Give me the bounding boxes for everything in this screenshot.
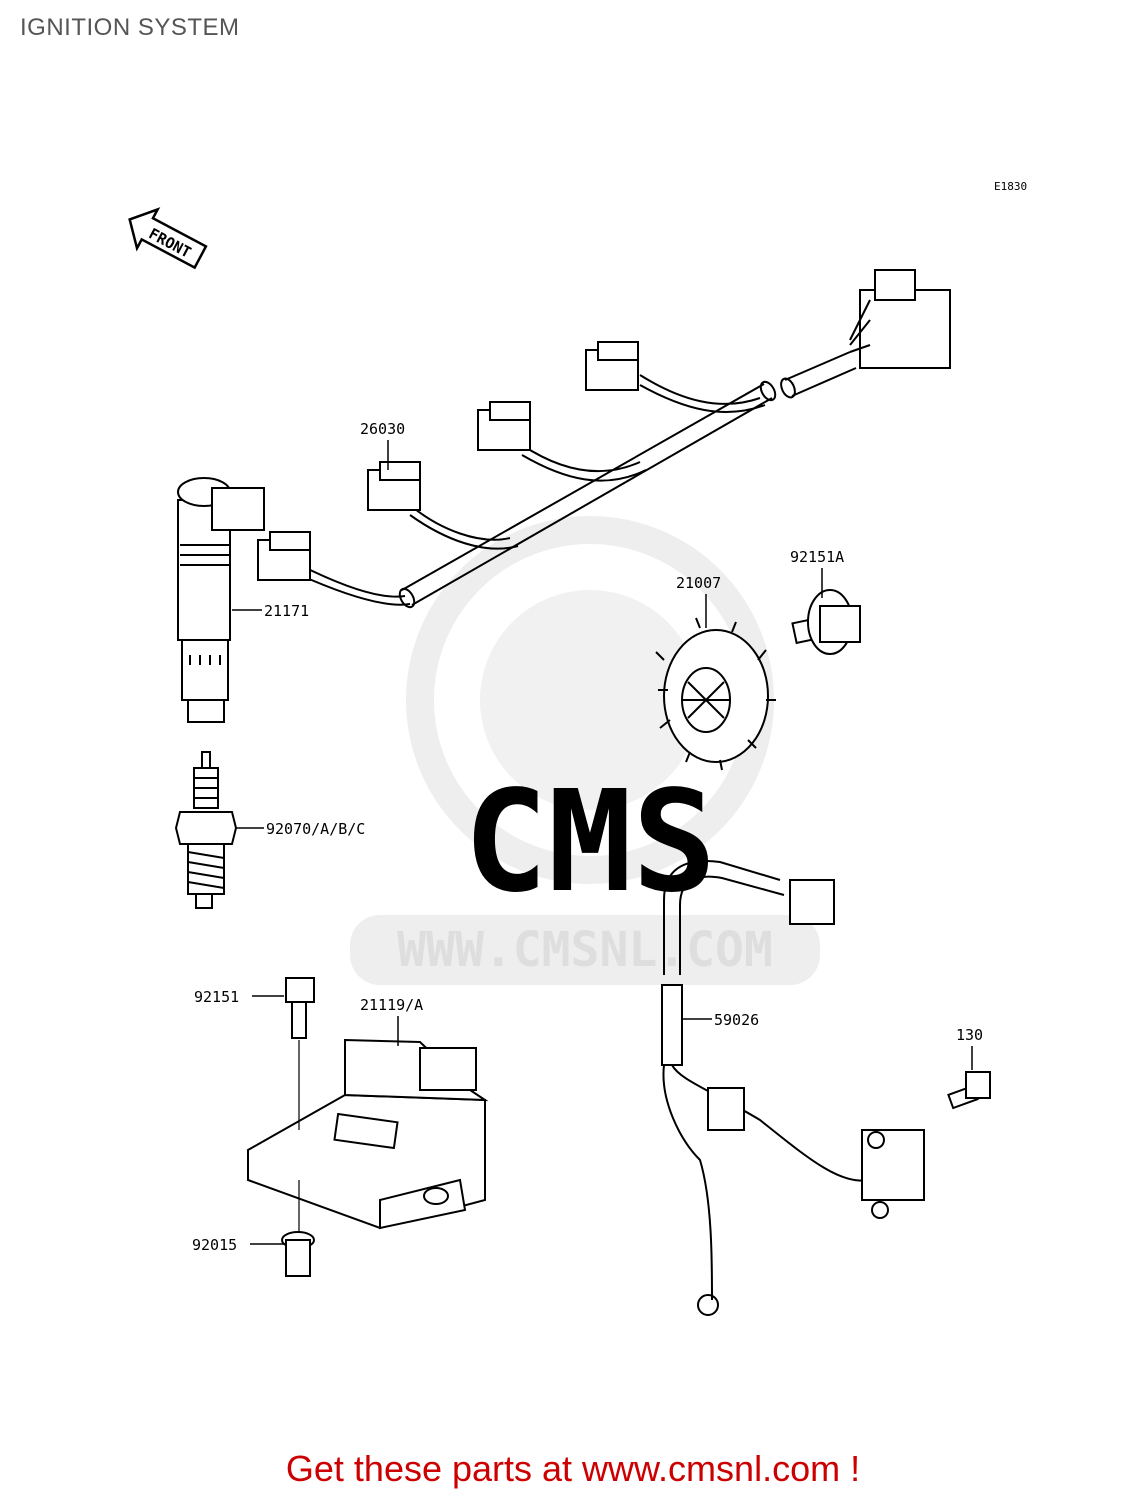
pickup-coil-59026 — [661, 860, 925, 1316]
callout-26030: 26030 — [360, 420, 405, 438]
callout-21171: 21171 — [264, 602, 309, 620]
grommet-92015 — [281, 1180, 315, 1277]
watermark-brand: CMS — [464, 761, 717, 924]
callout-130: 130 — [956, 1026, 983, 1044]
harness-26030 — [257, 269, 951, 609]
screw-130 — [947, 1071, 991, 1110]
front-arrow-icon: FRONT — [128, 207, 208, 270]
promo-link[interactable]: Get these parts at www.cmsnl.com ! — [285, 1448, 861, 1489]
callout-92151A: 92151A — [790, 548, 844, 566]
spark-plug-92070 — [174, 751, 238, 909]
ignition-coil-21171 — [177, 477, 265, 723]
bolt-92151A — [791, 589, 861, 655]
callout-59026: 59026 — [714, 1011, 759, 1029]
cms-watermark: CMS WWW.CMSNL.COM — [350, 516, 820, 985]
callout-92070: 92070/A/B/C — [266, 820, 365, 838]
watermark-url: WWW.CMSNL.COM — [397, 922, 773, 978]
callout-21007: 21007 — [676, 574, 721, 592]
callout-21119: 21119/A — [360, 996, 423, 1014]
timing-rotor-21007 — [655, 617, 776, 771]
diagram-code: E1830 — [994, 180, 1027, 193]
page-title: IGNITION SYSTEM — [20, 14, 240, 41]
cdi-unit-21119 — [247, 1038, 489, 1230]
callout-92015: 92015 — [192, 1236, 237, 1254]
bolt-92151 — [285, 977, 315, 1130]
callout-92151: 92151 — [194, 988, 239, 1006]
